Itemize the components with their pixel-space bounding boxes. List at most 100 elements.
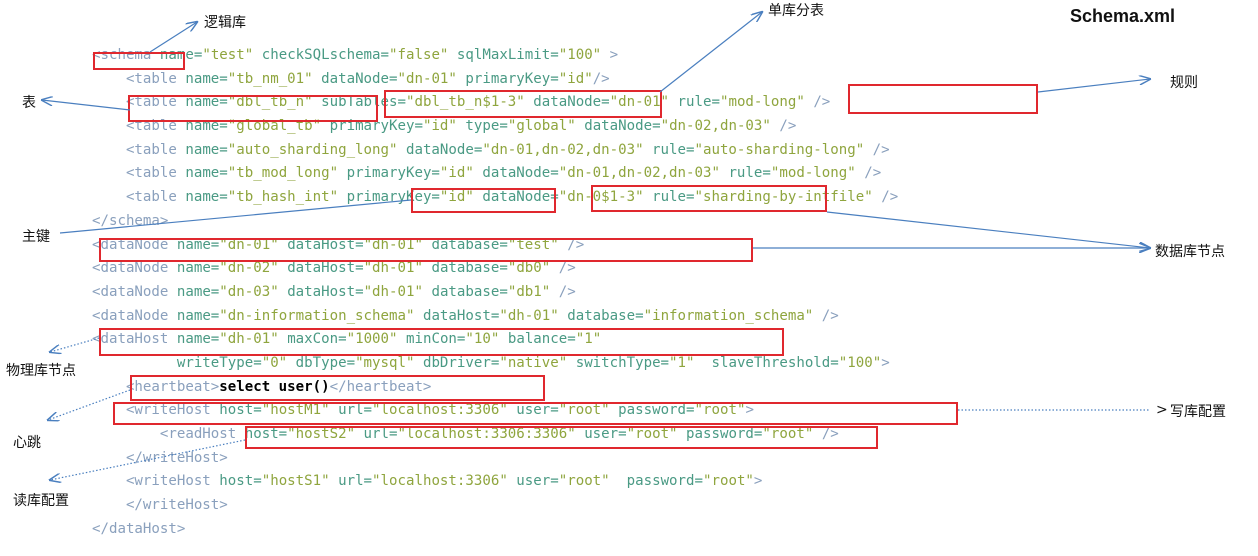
code-token: name=	[176, 236, 220, 253]
code-token: url=	[355, 426, 398, 442]
code-token: />	[804, 94, 831, 111]
code-token: rule=	[669, 94, 720, 111]
code-token: <writeHost	[92, 473, 220, 490]
code-token: <table	[92, 94, 186, 111]
code-token: "root"	[762, 426, 814, 442]
code-token: >	[745, 402, 754, 419]
code-token: name=	[159, 47, 203, 63]
code-token: "dh-01"	[363, 236, 423, 253]
code-token: "localhost:3306:3306"	[397, 426, 576, 442]
code-token: "mod-long"	[770, 165, 856, 182]
code-token: "1"	[575, 331, 602, 348]
arrow-primary-key-line	[59, 199, 412, 234]
code-token: "dh-01"	[363, 260, 423, 277]
code-token: minCon=	[397, 331, 466, 348]
code-token: "dh-01"	[499, 307, 559, 324]
code-token: <table	[92, 70, 186, 87]
code-token: "information_schema"	[643, 307, 814, 324]
code-line: <table name="global_tb" primaryKey="id" …	[92, 115, 898, 139]
code-line: <table name="tb_nm_01" dataNode="dn-01" …	[92, 68, 898, 92]
code-token: switchType=	[567, 354, 670, 371]
code-token: primaryKey=	[456, 70, 559, 87]
code-token: dataNode=	[575, 118, 661, 135]
code-token: "sharding-by-intfile"	[694, 189, 873, 206]
code-line: <readHost host="hostS2" url="localhost:3…	[92, 423, 898, 447]
code-token: "id"	[439, 165, 474, 182]
highlight-table-name-box	[128, 95, 378, 122]
code-token: >	[753, 473, 763, 490]
code-line: </writeHost>	[92, 447, 898, 471]
highlight-datahost-box	[99, 328, 784, 356]
code-token: sqlMaxLimit=	[448, 47, 559, 63]
code-token: name=	[185, 141, 228, 158]
code-token: <dataNode	[92, 283, 177, 300]
code-token: "100"	[838, 354, 882, 371]
code-token: <dataNode	[92, 260, 177, 277]
code-token: />	[872, 189, 899, 206]
code-token: "id"	[558, 70, 593, 87]
code-token: "global_tb"	[227, 118, 322, 135]
code-token: rule=	[643, 189, 695, 206]
code-token: rule=	[719, 165, 771, 182]
code-line: writeType="0" dbType="mysql" dbDriver="n…	[92, 352, 898, 376]
code-token: "false"	[389, 47, 449, 63]
code-token: writeType=	[92, 354, 262, 371]
code-token: name=	[185, 189, 228, 206]
code-token: "tb_nm_01"	[227, 70, 313, 87]
arrow-physical-node	[50, 337, 100, 352]
code-token: name=	[176, 307, 220, 324]
code-token: primaryKey=	[338, 165, 440, 182]
code-token: dataNode=	[397, 141, 483, 158]
highlight-readhost-box	[245, 426, 878, 449]
code-token: user=	[575, 426, 627, 442]
code-token: select user()	[219, 378, 330, 395]
code-token: "test"	[507, 236, 559, 253]
arrow-rule	[1037, 79, 1150, 93]
code-token: dbDriver=	[414, 354, 500, 371]
arrow-heartbeat	[48, 389, 131, 420]
code-line: <dataNode name="dn-01" dataHost="dh-01" …	[92, 234, 898, 258]
code-token: "dh-01"	[363, 283, 423, 300]
code-token: maxCon=	[278, 331, 347, 348]
code-token: password=	[677, 426, 763, 442]
code-line: <dataNode name="dn-03" dataHost="dh-01" …	[92, 281, 898, 305]
code-line: <heartbeat>select user()</heartbeat>	[92, 376, 898, 400]
code-token: "localhost:3306"	[372, 402, 508, 419]
code-token: "hostM1"	[261, 402, 330, 419]
code-token: type=	[456, 118, 508, 135]
arrow-single-db-shard	[659, 12, 762, 93]
code-token: "dn-01"	[219, 236, 279, 253]
code-token: "root"	[558, 402, 610, 419]
code-token: "dn-01,dn-02,dn-03"	[558, 165, 720, 182]
code-token: </heartbeat>	[329, 378, 432, 395]
code-token: </writeHost>	[92, 497, 228, 514]
code-token: <heartbeat>	[92, 378, 220, 395]
code-line: <dataNode name="dn-02" dataHost="dh-01" …	[92, 257, 898, 281]
code-token: "dn-0$1-3"	[558, 189, 644, 206]
code-token: primaryKey=	[321, 118, 423, 135]
code-token: dataHost=	[414, 307, 500, 324]
code-line: <dataHost name="dh-01" maxCon="1000" min…	[92, 328, 898, 352]
code-token: "mysql"	[355, 354, 415, 371]
code-token: <table	[92, 141, 186, 158]
label-rule: 规则	[1170, 75, 1198, 91]
arrow-table	[42, 100, 131, 111]
code-line: <table name="tb_mod_long" primaryKey="id…	[92, 162, 898, 186]
code-token: <table	[92, 165, 186, 182]
code-token: />	[855, 165, 882, 182]
code-token: dataHost=	[278, 283, 364, 300]
label-data-node: 数据库节点	[1155, 244, 1225, 260]
code-token: host=	[219, 402, 262, 419]
code-token: dbType=	[287, 354, 356, 371]
code-token: database=	[422, 283, 508, 300]
code-token: "global"	[507, 118, 576, 135]
code-token: <dataHost	[92, 331, 177, 348]
highlight-rule-box	[848, 84, 1038, 114]
code-token: url=	[329, 473, 373, 490]
code-token: dataNode=	[473, 165, 559, 182]
code-token: />	[592, 70, 610, 87]
code-token: "root"	[626, 426, 678, 442]
code-token: "id"	[422, 118, 457, 135]
code-token: dataHost=	[278, 260, 364, 277]
